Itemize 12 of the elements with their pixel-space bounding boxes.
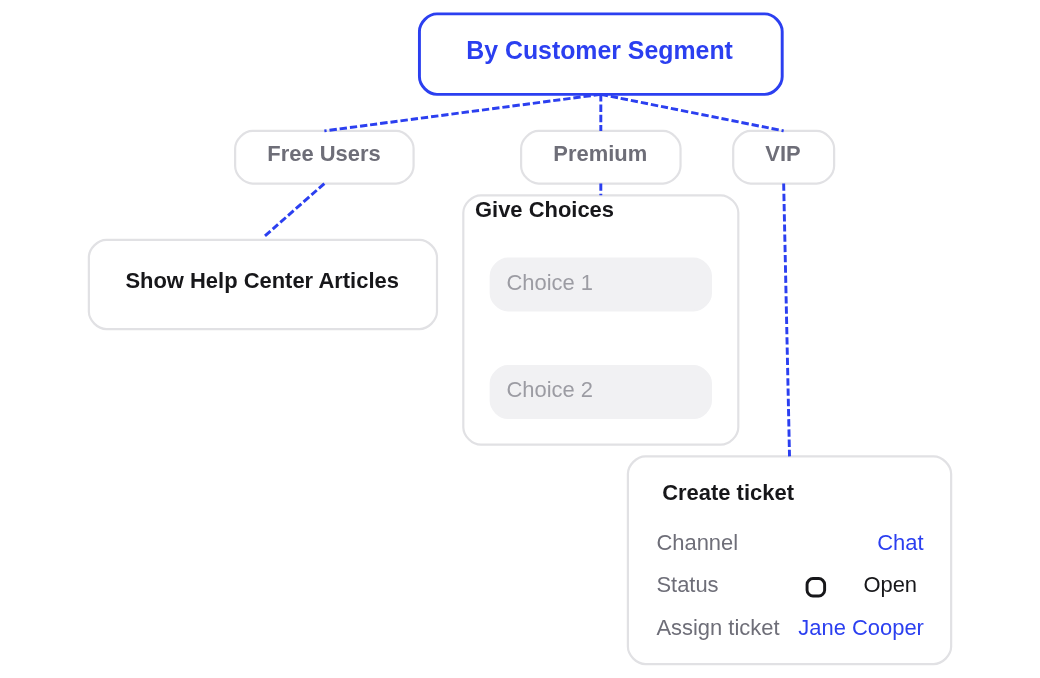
node-box: VIP — [732, 129, 836, 185]
node-box: Free Users — [234, 129, 415, 185]
node-box: Create ticket Channel Chat Status Open Assign ticket Jane Cooper — [626, 455, 953, 666]
connector — [324, 92, 601, 133]
connector — [599, 183, 603, 196]
connector — [600, 92, 784, 133]
connector — [599, 94, 603, 131]
node-box: Show Help Center Articles — [87, 238, 439, 331]
connector — [782, 183, 791, 457]
node-box: Premium — [520, 129, 682, 185]
node-box: By Customer Segment — [417, 12, 784, 96]
connector — [261, 182, 326, 239]
